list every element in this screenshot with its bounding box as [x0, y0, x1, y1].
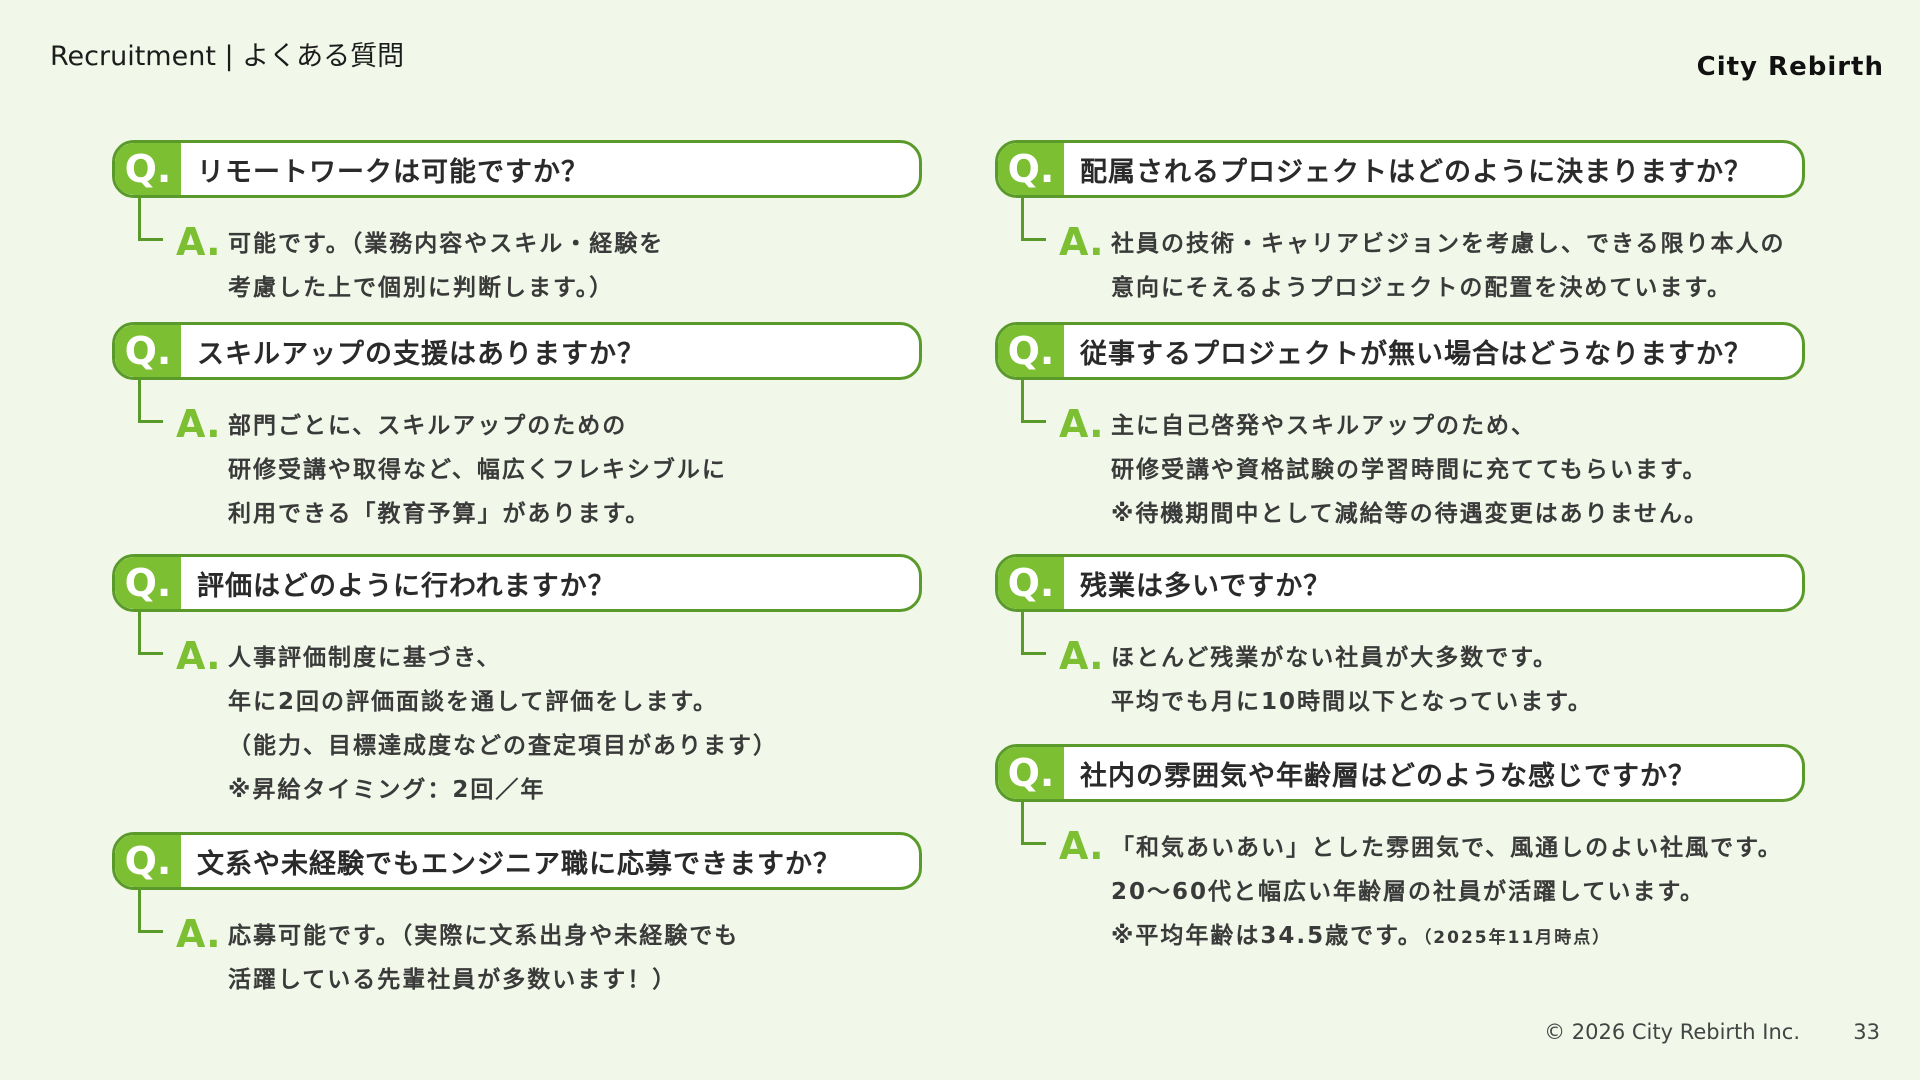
copyright: © 2026 City Rebirth Inc. — [1544, 1020, 1800, 1044]
question-text: 従事するプロジェクトが無い場合はどうなりますか？ — [1080, 338, 1752, 370]
answer-line: （能力、目標達成度などの査定項目があります） — [228, 733, 778, 759]
question-bar: Q. 文系や未経験でもエンジニア職に応募できますか？ — [112, 832, 922, 890]
answer-line: ほとんど残業がない社員が大多数です。 — [1111, 645, 1559, 671]
a-badge: A. — [1059, 220, 1104, 264]
q-badge: Q. — [115, 835, 181, 887]
faq-item-overtime: Q. 残業は多いですか？ A. ほとんど残業がない社員が大多数です。 平均でも月… — [995, 554, 1805, 715]
answer-line: ※平均年齢は34.5歳です。（2025年11月時点） — [1111, 914, 1783, 960]
answer-line: ※昇給タイミング：2回／年 — [228, 777, 546, 803]
answer-line: 年に2回の評価面談を通して評価をします。 — [228, 689, 719, 715]
question-bar: Q. 従事するプロジェクトが無い場合はどうなりますか？ — [995, 322, 1805, 380]
q-badge: Q. — [998, 747, 1064, 799]
question-text: リモートワークは可能ですか？ — [197, 156, 589, 188]
answer-line: 「和気あいあい」とした雰囲気で、風通しのよい社風です。 — [1111, 835, 1783, 861]
question-text: 残業は多いですか？ — [1080, 570, 1332, 602]
question-text: 評価はどのように行われますか？ — [197, 570, 616, 602]
question-bar: Q. 評価はどのように行われますか？ — [112, 554, 922, 612]
answer-connector — [1021, 802, 1046, 845]
answer-text: ほとんど残業がない社員が大多数です。 平均でも月に10時間以下となっています。 — [1111, 636, 1593, 724]
question-bar: Q. 配属されるプロジェクトはどのように決まりますか？ — [995, 140, 1805, 198]
a-badge: A. — [176, 220, 221, 264]
answer-line: 考慮した上で個別に判断します。） — [228, 275, 615, 301]
answer-connector — [138, 380, 163, 423]
question-bar: Q. 社内の雰囲気や年齢層はどのような感じですか？ — [995, 744, 1805, 802]
q-badge: Q. — [998, 143, 1064, 195]
page-title: Recruitment | よくある質問 — [50, 41, 405, 72]
answer-line: 研修受講や取得など、幅広くフレキシブルに — [228, 457, 727, 483]
faq-item-assignment: Q. 配属されるプロジェクトはどのように決まりますか？ A. 社員の技術・キャリ… — [995, 140, 1805, 301]
question-text: スキルアップの支援はありますか？ — [197, 338, 645, 370]
answer-line: 利用できる「教育予算」があります。 — [228, 501, 651, 527]
a-badge: A. — [1059, 634, 1104, 678]
answer-line: 主に自己啓発やスキルアップのため、 — [1111, 413, 1536, 439]
answer-line: 平均でも月に10時間以下となっています。 — [1111, 689, 1593, 715]
a-badge: A. — [176, 402, 221, 446]
question-bar: Q. リモートワークは可能ですか？ — [112, 140, 922, 198]
answer-line-main: ※平均年齢は34.5歳です。 — [1111, 923, 1423, 949]
answer-connector — [1021, 380, 1046, 423]
q-badge: Q. — [115, 143, 181, 195]
brand-logo: City Rebirth — [1696, 52, 1884, 82]
answer-line: 意向にそえるようプロジェクトの配置を決めています。 — [1111, 275, 1733, 301]
answer-line: 社員の技術・キャリアビジョンを考慮し、できる限り本人の — [1111, 231, 1786, 257]
question-text: 社内の雰囲気や年齢層はどのような感じですか？ — [1080, 760, 1696, 792]
answer-line: 可能です。（業務内容やスキル・経験を — [228, 231, 665, 257]
a-badge: A. — [176, 634, 221, 678]
faq-item-bench: Q. 従事するプロジェクトが無い場合はどうなりますか？ A. 主に自己啓発やスキ… — [995, 322, 1805, 527]
answer-text: 応募可能です。（実際に文系出身や未経験でも 活躍している先輩社員が多数います！） — [228, 914, 739, 1002]
answer-line: ※待機期間中として減給等の待遇変更はありません。 — [1111, 501, 1709, 527]
faq-item-culture: Q. 社内の雰囲気や年齢層はどのような感じですか？ A. 「和気あいあい」とした… — [995, 744, 1805, 949]
answer-note: （2025年11月時点） — [1422, 928, 1612, 948]
a-badge: A. — [1059, 402, 1104, 446]
q-badge: Q. — [115, 325, 181, 377]
faq-item-evaluation: Q. 評価はどのように行われますか？ A. 人事評価制度に基づき、 年に2回の評… — [112, 554, 922, 803]
answer-connector — [138, 198, 163, 241]
answer-line: 人事評価制度に基づき、 — [228, 645, 502, 671]
answer-line: 部門ごとに、スキルアップのための — [228, 413, 628, 439]
answer-text: 「和気あいあい」とした雰囲気で、風通しのよい社風です。 20〜60代と幅広い年齢… — [1111, 826, 1783, 960]
answer-connector — [1021, 198, 1046, 241]
answer-connector — [138, 612, 163, 655]
answer-text: 部門ごとに、スキルアップのための 研修受講や取得など、幅広くフレキシブルに 利用… — [228, 404, 727, 536]
answer-text: 主に自己啓発やスキルアップのため、 研修受講や資格試験の学習時間に充ててもらいま… — [1111, 404, 1709, 536]
a-badge: A. — [1059, 824, 1104, 868]
faq-item-applicants: Q. 文系や未経験でもエンジニア職に応募できますか？ A. 応募可能です。（実際… — [112, 832, 922, 993]
answer-line: 20〜60代と幅広い年齢層の社員が活躍しています。 — [1111, 879, 1706, 905]
q-badge: Q. — [115, 557, 181, 609]
faq-item-skillup: Q. スキルアップの支援はありますか？ A. 部門ごとに、スキルアップのための … — [112, 322, 922, 527]
question-text: 配属されるプロジェクトはどのように決まりますか？ — [1080, 156, 1752, 188]
answer-text: 人事評価制度に基づき、 年に2回の評価面談を通して評価をします。 （能力、目標達… — [228, 636, 778, 812]
q-badge: Q. — [998, 557, 1064, 609]
q-badge: Q. — [998, 325, 1064, 377]
answer-connector — [1021, 612, 1046, 655]
question-bar: Q. スキルアップの支援はありますか？ — [112, 322, 922, 380]
answer-line: 応募可能です。（実際に文系出身や未経験でも — [228, 923, 740, 949]
answer-text: 可能です。（業務内容やスキル・経験を 考慮した上で個別に判断します。） — [228, 222, 664, 310]
answer-connector — [138, 890, 163, 933]
faq-item-remote: Q. リモートワークは可能ですか？ A. 可能です。（業務内容やスキル・経験を … — [112, 140, 922, 301]
answer-text: 社員の技術・キャリアビジョンを考慮し、できる限り本人の 意向にそえるようプロジェ… — [1111, 222, 1786, 310]
a-badge: A. — [176, 912, 221, 956]
question-text: 文系や未経験でもエンジニア職に応募できますか？ — [197, 848, 841, 880]
answer-line: 研修受講や資格試験の学習時間に充ててもらいます。 — [1111, 457, 1708, 483]
answer-line: 活躍している先輩社員が多数います！） — [228, 967, 678, 993]
page-number: 33 — [1853, 1020, 1880, 1044]
question-bar: Q. 残業は多いですか？ — [995, 554, 1805, 612]
